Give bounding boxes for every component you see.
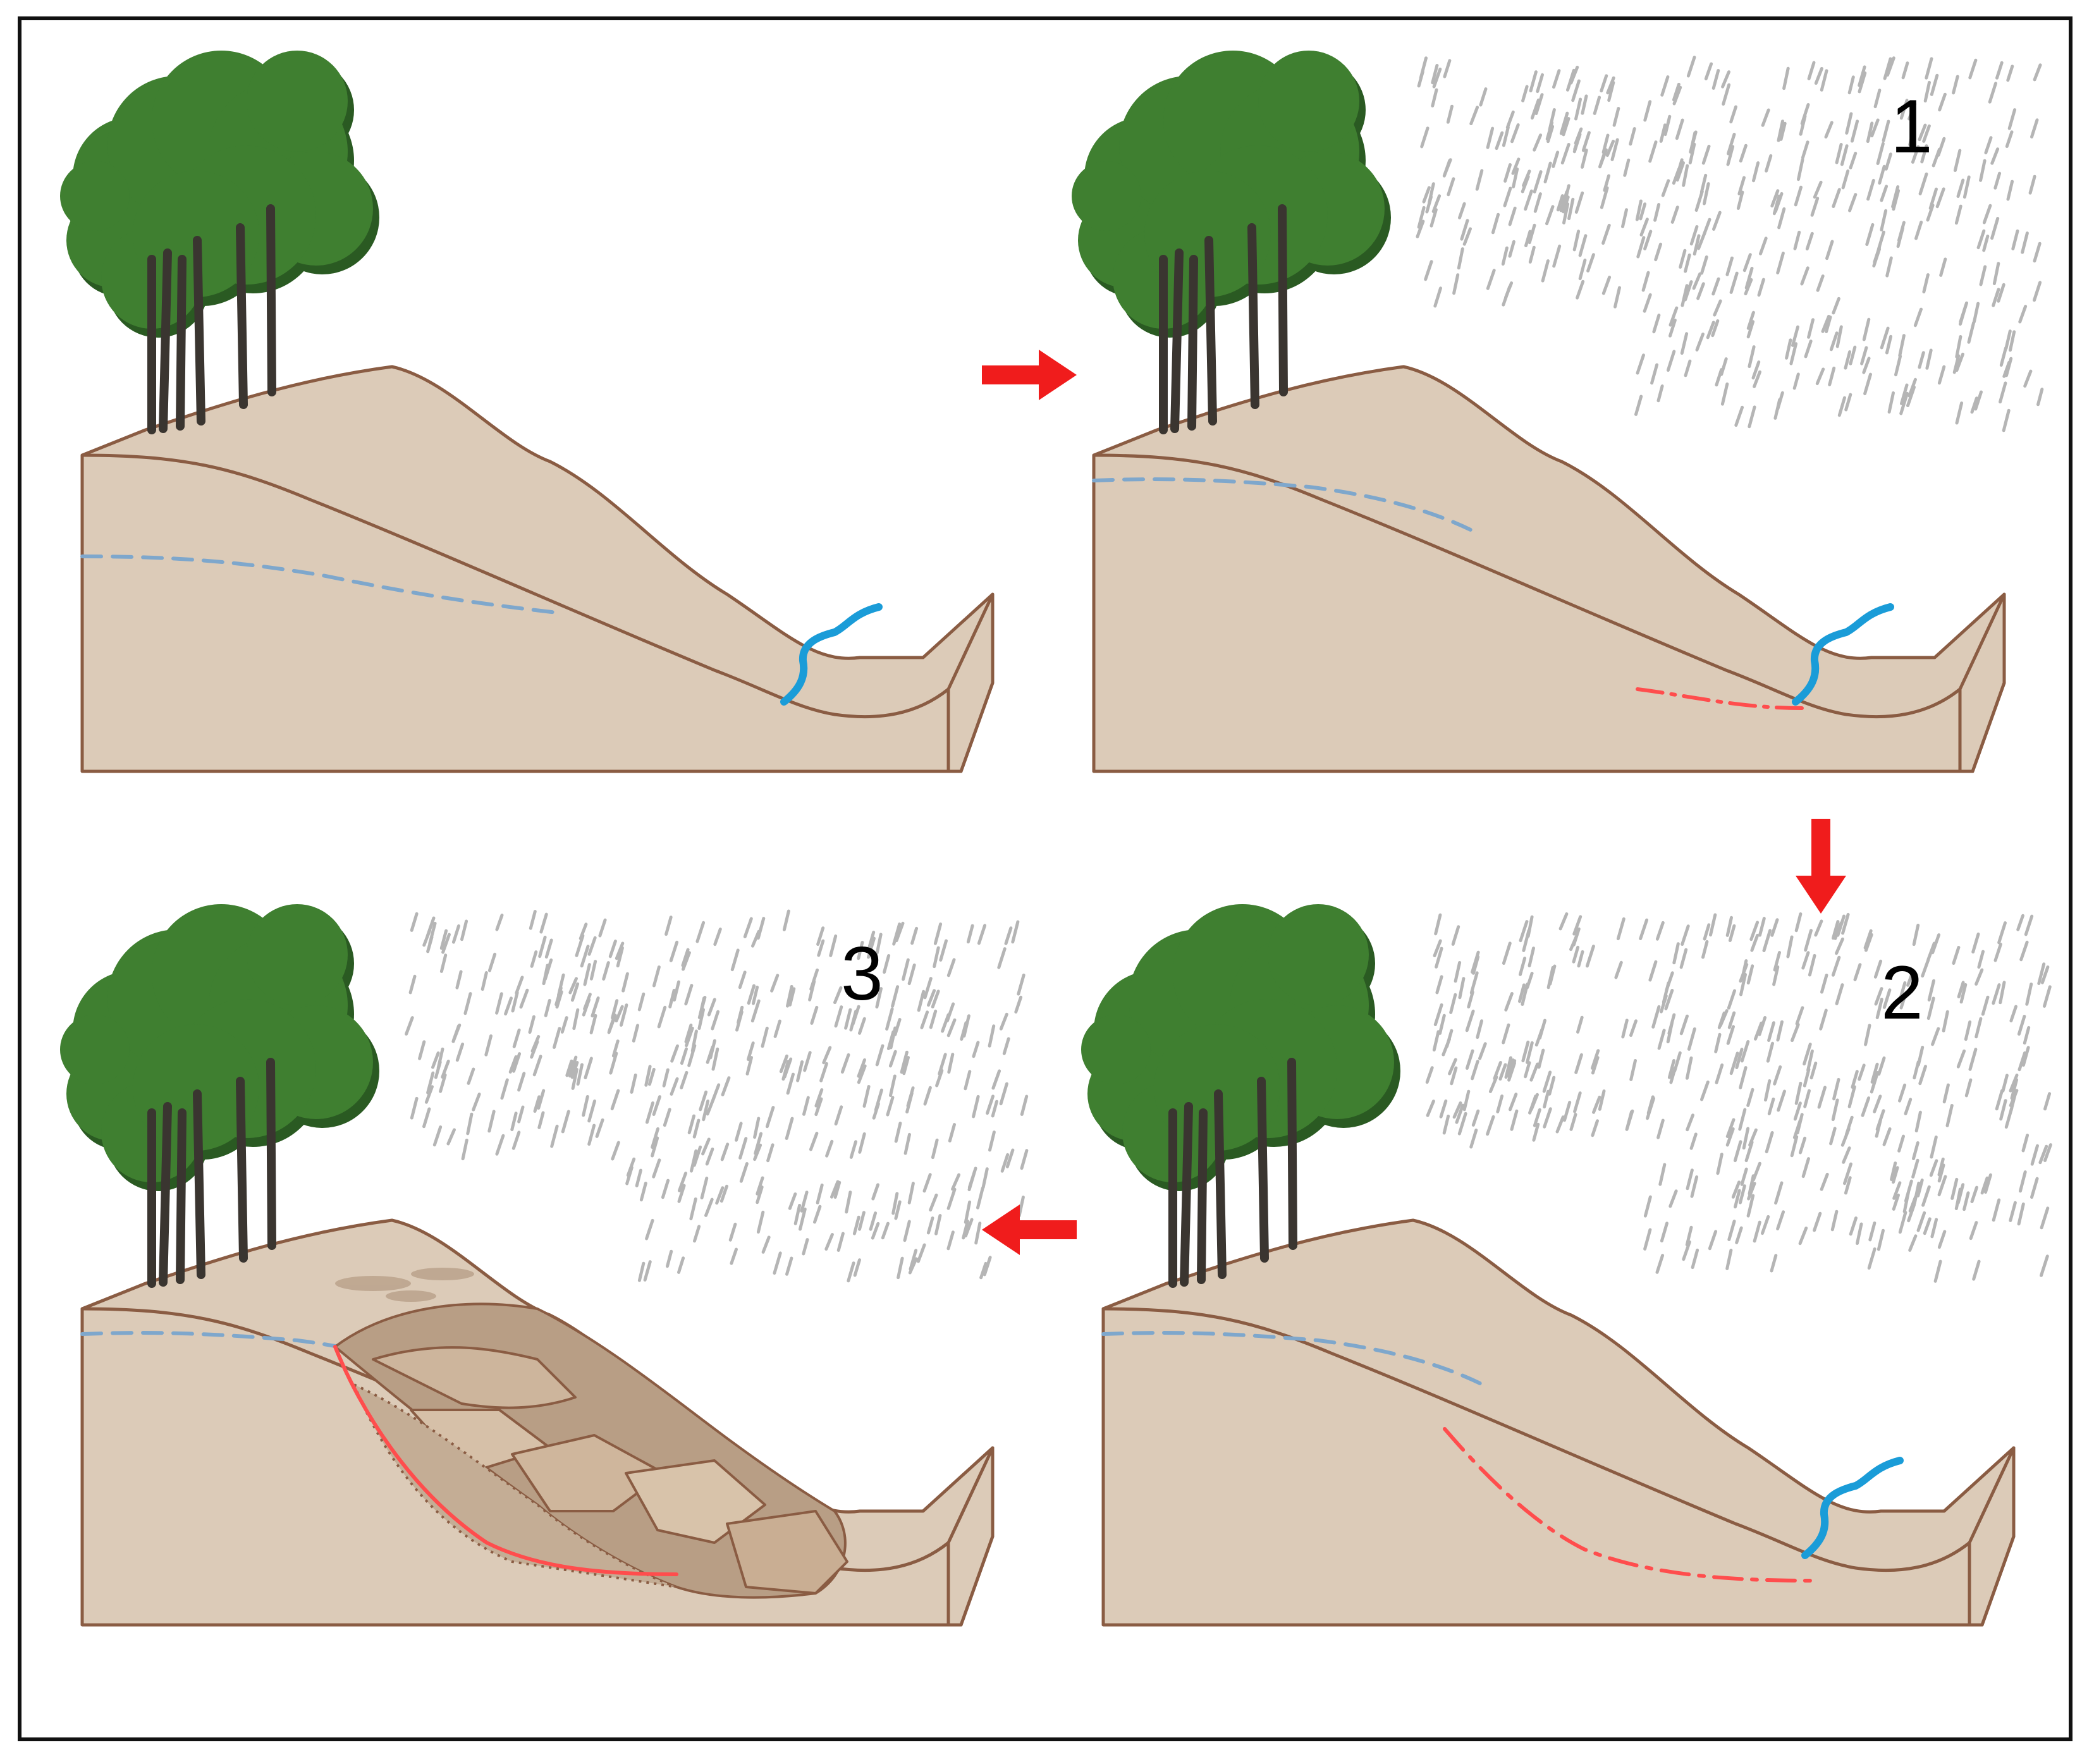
panel-step-1 [1068, 51, 2061, 866]
water-table [80, 554, 565, 615]
arrow-right-icon [982, 350, 1077, 400]
hillside-block [1101, 1218, 2016, 1627]
water-table [1092, 477, 1475, 533]
river [780, 603, 883, 706]
arrow-down-icon [1796, 819, 1846, 914]
arrow-left-icon [982, 1204, 1077, 1255]
panel-0-drawing [60, 51, 995, 773]
rain [1416, 56, 2044, 432]
tree-icon [1081, 904, 1400, 1288]
water-table [1101, 1331, 1485, 1387]
river [1792, 603, 1894, 706]
diagram-frame [18, 16, 2073, 1741]
hillside-block [80, 365, 995, 773]
slump-scarps [335, 1268, 474, 1302]
slip-surface [1636, 687, 1804, 710]
panel-step-2 [1078, 904, 2071, 1720]
rain [1425, 912, 2052, 1283]
panel-2-drawing [1081, 904, 2052, 1627]
panel-step-3 [57, 904, 1050, 1720]
tree-icon [1072, 51, 1391, 434]
panel-initial [57, 51, 1050, 866]
hillside-block [1092, 365, 2006, 773]
tree-icon [60, 904, 379, 1288]
water-table [80, 1331, 463, 1387]
step-label-2: 2 [1881, 950, 1923, 1035]
panel-1-drawing [1072, 51, 2044, 773]
step-label-3: 3 [841, 931, 883, 1016]
rain [405, 909, 1029, 1283]
river [1801, 1457, 1904, 1559]
panel-3-drawing [60, 904, 1029, 1627]
tree-icon [60, 51, 379, 434]
slip-surface [1443, 1427, 1813, 1583]
landslide-mass [334, 1302, 848, 1599]
slip-surface [333, 1345, 678, 1576]
step-label-1: 1 [1890, 84, 1933, 169]
